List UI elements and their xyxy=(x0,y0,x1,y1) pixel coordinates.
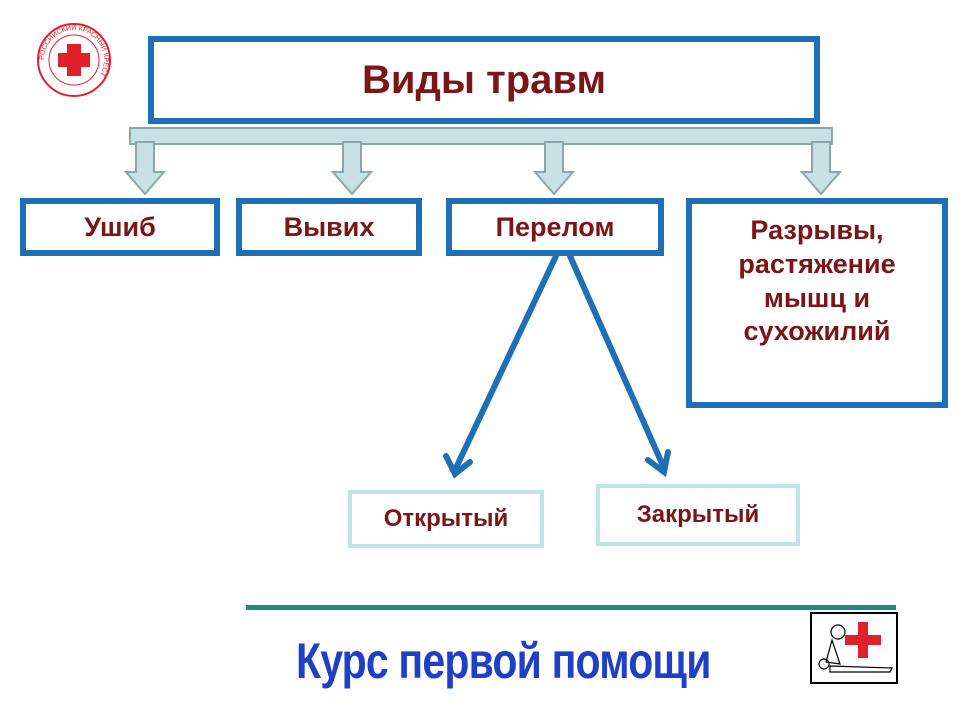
razryvy-line-1: Разрывы, xyxy=(750,215,884,245)
razryvy-line-2: растяжение xyxy=(738,248,896,279)
arrow-to-otkrytyi xyxy=(443,253,559,479)
razryvy-line-3: мышц и xyxy=(763,282,871,313)
category-perelom: Перелом xyxy=(446,198,664,256)
category-vyvih: Вывих xyxy=(236,198,422,256)
razryvy-line-4: сухожилий xyxy=(743,316,891,347)
fracture-closed: Закрытый xyxy=(596,484,800,546)
diagram-title: Виды травм xyxy=(148,36,820,124)
fracture-open: Открытый xyxy=(348,490,544,548)
category-razryvy: Разрывы, растяжение мышц и сухожилий xyxy=(686,198,948,408)
arrow-to-ushib xyxy=(123,141,167,196)
red-cross-logo: РОССИЙСКИЙ КРАСНЫЙ КРЕСТ xyxy=(37,23,111,97)
arrow-to-vyvih xyxy=(330,141,374,196)
first-aid-icon xyxy=(810,612,898,684)
category-ushib: Ушиб xyxy=(20,198,220,256)
connector-bar xyxy=(129,127,833,145)
arrow-to-zakrytyi xyxy=(567,253,671,478)
footer-line xyxy=(246,605,896,610)
footer-title: Курс первой помощи xyxy=(296,633,711,689)
arrow-to-perelom xyxy=(532,141,576,196)
arrow-to-razryvy xyxy=(799,141,843,196)
